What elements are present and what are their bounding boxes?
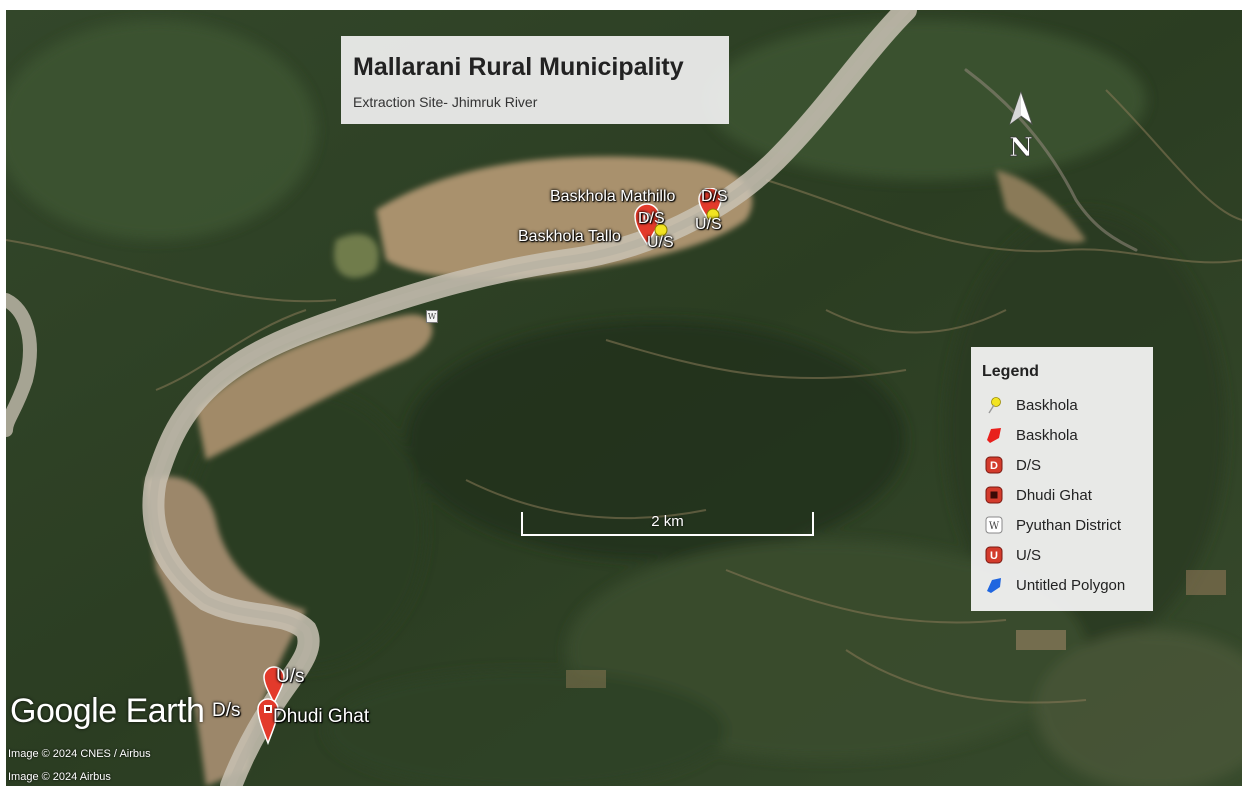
- label-baskhola-tallo: Baskhola Tallo: [518, 228, 621, 245]
- label-dhudi-ghat: Dhudi Ghat: [273, 706, 370, 727]
- square-marker-icon: [985, 486, 1003, 504]
- legend-item-label: D/S: [1016, 456, 1042, 474]
- us-marker-icon[interactable]: [262, 665, 286, 705]
- map-title: Mallarani Rural Municipality: [353, 53, 684, 81]
- legend-item-label: Pyuthan District: [1016, 516, 1122, 534]
- satellite-map[interactable]: W Mallarani Rural Municipality Extractio…: [6, 10, 1242, 786]
- pyuthan-district-marker-icon[interactable]: W: [426, 310, 438, 323]
- baskhola-pushpin-icon[interactable]: [703, 205, 723, 225]
- scale-bar: 2 km: [521, 512, 814, 536]
- baskhola-pushpin-icon[interactable]: [651, 220, 671, 240]
- legend-item: D D/S: [985, 455, 1041, 475]
- scale-label: 2 km: [651, 513, 684, 530]
- legend-item-label: Dhudi Ghat: [1016, 486, 1092, 504]
- label-ds-upper: D/S: [701, 188, 728, 205]
- letter-u-marker-icon: U: [985, 546, 1003, 564]
- legend-item: Untitled Polygon: [985, 575, 1125, 595]
- google-earth-logo: Google Earth: [10, 692, 205, 730]
- label-ds-lower: D/s: [212, 700, 241, 721]
- label-ds-middle: D/S: [638, 210, 665, 227]
- legend-item: Baskhola: [985, 395, 1078, 415]
- label-us-upper: U/S: [695, 216, 722, 233]
- north-label: N: [1009, 133, 1033, 162]
- legend-item-label: Untitled Polygon: [1016, 576, 1126, 594]
- svg-text:D: D: [990, 460, 998, 472]
- blue-polygon-icon: [985, 576, 1003, 594]
- map-subtitle: Extraction Site- Jhimruk River: [353, 94, 538, 110]
- label-us-lower: U/s: [276, 666, 305, 687]
- letter-w-marker-icon: W: [985, 516, 1003, 534]
- north-arrow-icon: N: [1009, 90, 1033, 162]
- dhudi-ghat-marker-icon[interactable]: [256, 695, 280, 745]
- imagery-credit: Image © 2024 Airbus: [8, 771, 111, 783]
- svg-text:D: D: [643, 210, 652, 224]
- legend-panel: Legend Baskhola Baskhola D D/S Dhudi Gha…: [971, 347, 1153, 611]
- legend-item-label: U/S: [1016, 546, 1042, 564]
- legend-item: U U/S: [985, 545, 1041, 565]
- legend-item-label: Baskhola: [1016, 426, 1078, 444]
- legend-item: Baskhola: [985, 425, 1078, 445]
- imagery-credit: Image © 2024 CNES / Airbus: [8, 748, 151, 760]
- label-baskhola-mathillo: Baskhola Mathillo: [550, 188, 676, 205]
- legend-item: Dhudi Ghat: [985, 485, 1092, 505]
- legend-item: W Pyuthan District: [985, 515, 1121, 535]
- legend-heading: Legend: [982, 363, 1039, 380]
- yellow-pushpin-icon: [985, 396, 1003, 414]
- legend-item-label: Baskhola: [1016, 396, 1078, 414]
- title-panel: Mallarani Rural Municipality Extraction …: [341, 36, 729, 124]
- label-us-middle: U/S: [647, 234, 674, 251]
- red-polygon-icon: [985, 426, 1003, 444]
- svg-text:U: U: [990, 550, 998, 562]
- svg-text:W: W: [989, 521, 1000, 532]
- letter-d-marker-icon: D: [985, 456, 1003, 474]
